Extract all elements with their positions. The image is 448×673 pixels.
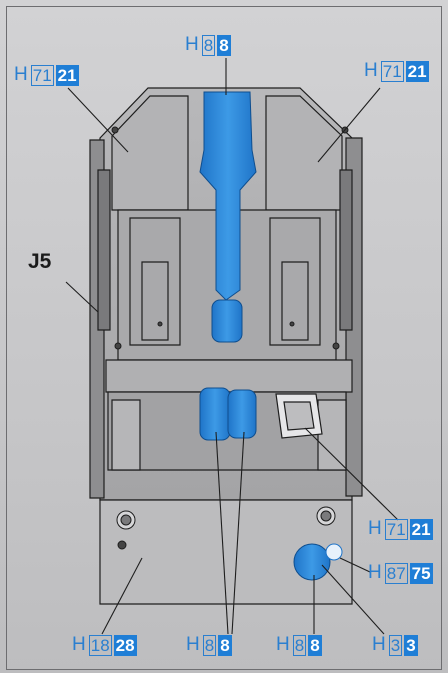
mount-holes: [111, 126, 349, 550]
fuel-tank-part: [211, 299, 243, 343]
callout-part-number: 71: [384, 518, 408, 540]
page-frame: [6, 6, 442, 670]
callout-h87: H 87 75: [368, 562, 433, 584]
callout-prefix: H: [372, 634, 386, 655]
steering-hub-part: [293, 543, 331, 581]
callout-bottom-right-1: H 8 8: [276, 634, 322, 656]
callout-part-number: 18: [88, 634, 112, 656]
callout-top: H 8 8: [185, 34, 231, 56]
callout-part-number: 8: [202, 634, 217, 656]
callout-part-number: 8: [201, 34, 216, 56]
callout-prefix: H: [186, 634, 200, 655]
callout-prefix: H: [368, 518, 382, 539]
callout-prefix: H: [276, 634, 290, 655]
callout-count: 21: [409, 518, 433, 540]
part-ref-label: J5: [28, 250, 52, 273]
callout-part-number: 87: [384, 562, 408, 584]
callout-count: 21: [55, 64, 79, 86]
callout-count: 8: [217, 34, 231, 56]
callout-count: 21: [405, 60, 429, 82]
hub-washer-part: [325, 543, 343, 561]
callout-prefix: H: [364, 60, 378, 81]
left-canister-part: [199, 387, 231, 441]
callout-part-number: 71: [380, 60, 404, 82]
callout-count: 28: [113, 634, 137, 656]
callout-part-number: 8: [292, 634, 307, 656]
highlight-parts: [199, 91, 343, 581]
callout-count: 75: [409, 562, 433, 584]
callout-bottom-center: H 8 8: [186, 634, 232, 656]
callout-prefix: H: [368, 562, 382, 583]
bracket: [275, 393, 323, 439]
callout-part-number: 3: [388, 634, 403, 656]
callout-count: 8: [308, 634, 322, 656]
callout-prefix: H: [72, 634, 86, 655]
callout-prefix: H: [185, 34, 199, 55]
callout-count: 8: [218, 634, 232, 656]
callout-top-right: H 71 21: [364, 60, 429, 82]
leader-lines: [65, 58, 399, 635]
callout-part-number: 71: [30, 64, 54, 86]
callout-prefix: H: [14, 64, 28, 85]
callout-count: 3: [404, 634, 418, 656]
center-tunnel-part: [199, 91, 257, 301]
right-canister-part: [227, 389, 257, 439]
callout-top-left: H 71 21: [14, 64, 79, 86]
callout-mid-right: H 71 21: [368, 518, 433, 540]
callout-bottom-right-2: H 3 3: [372, 634, 418, 656]
callout-bottom-left: H 18 28: [72, 634, 137, 656]
